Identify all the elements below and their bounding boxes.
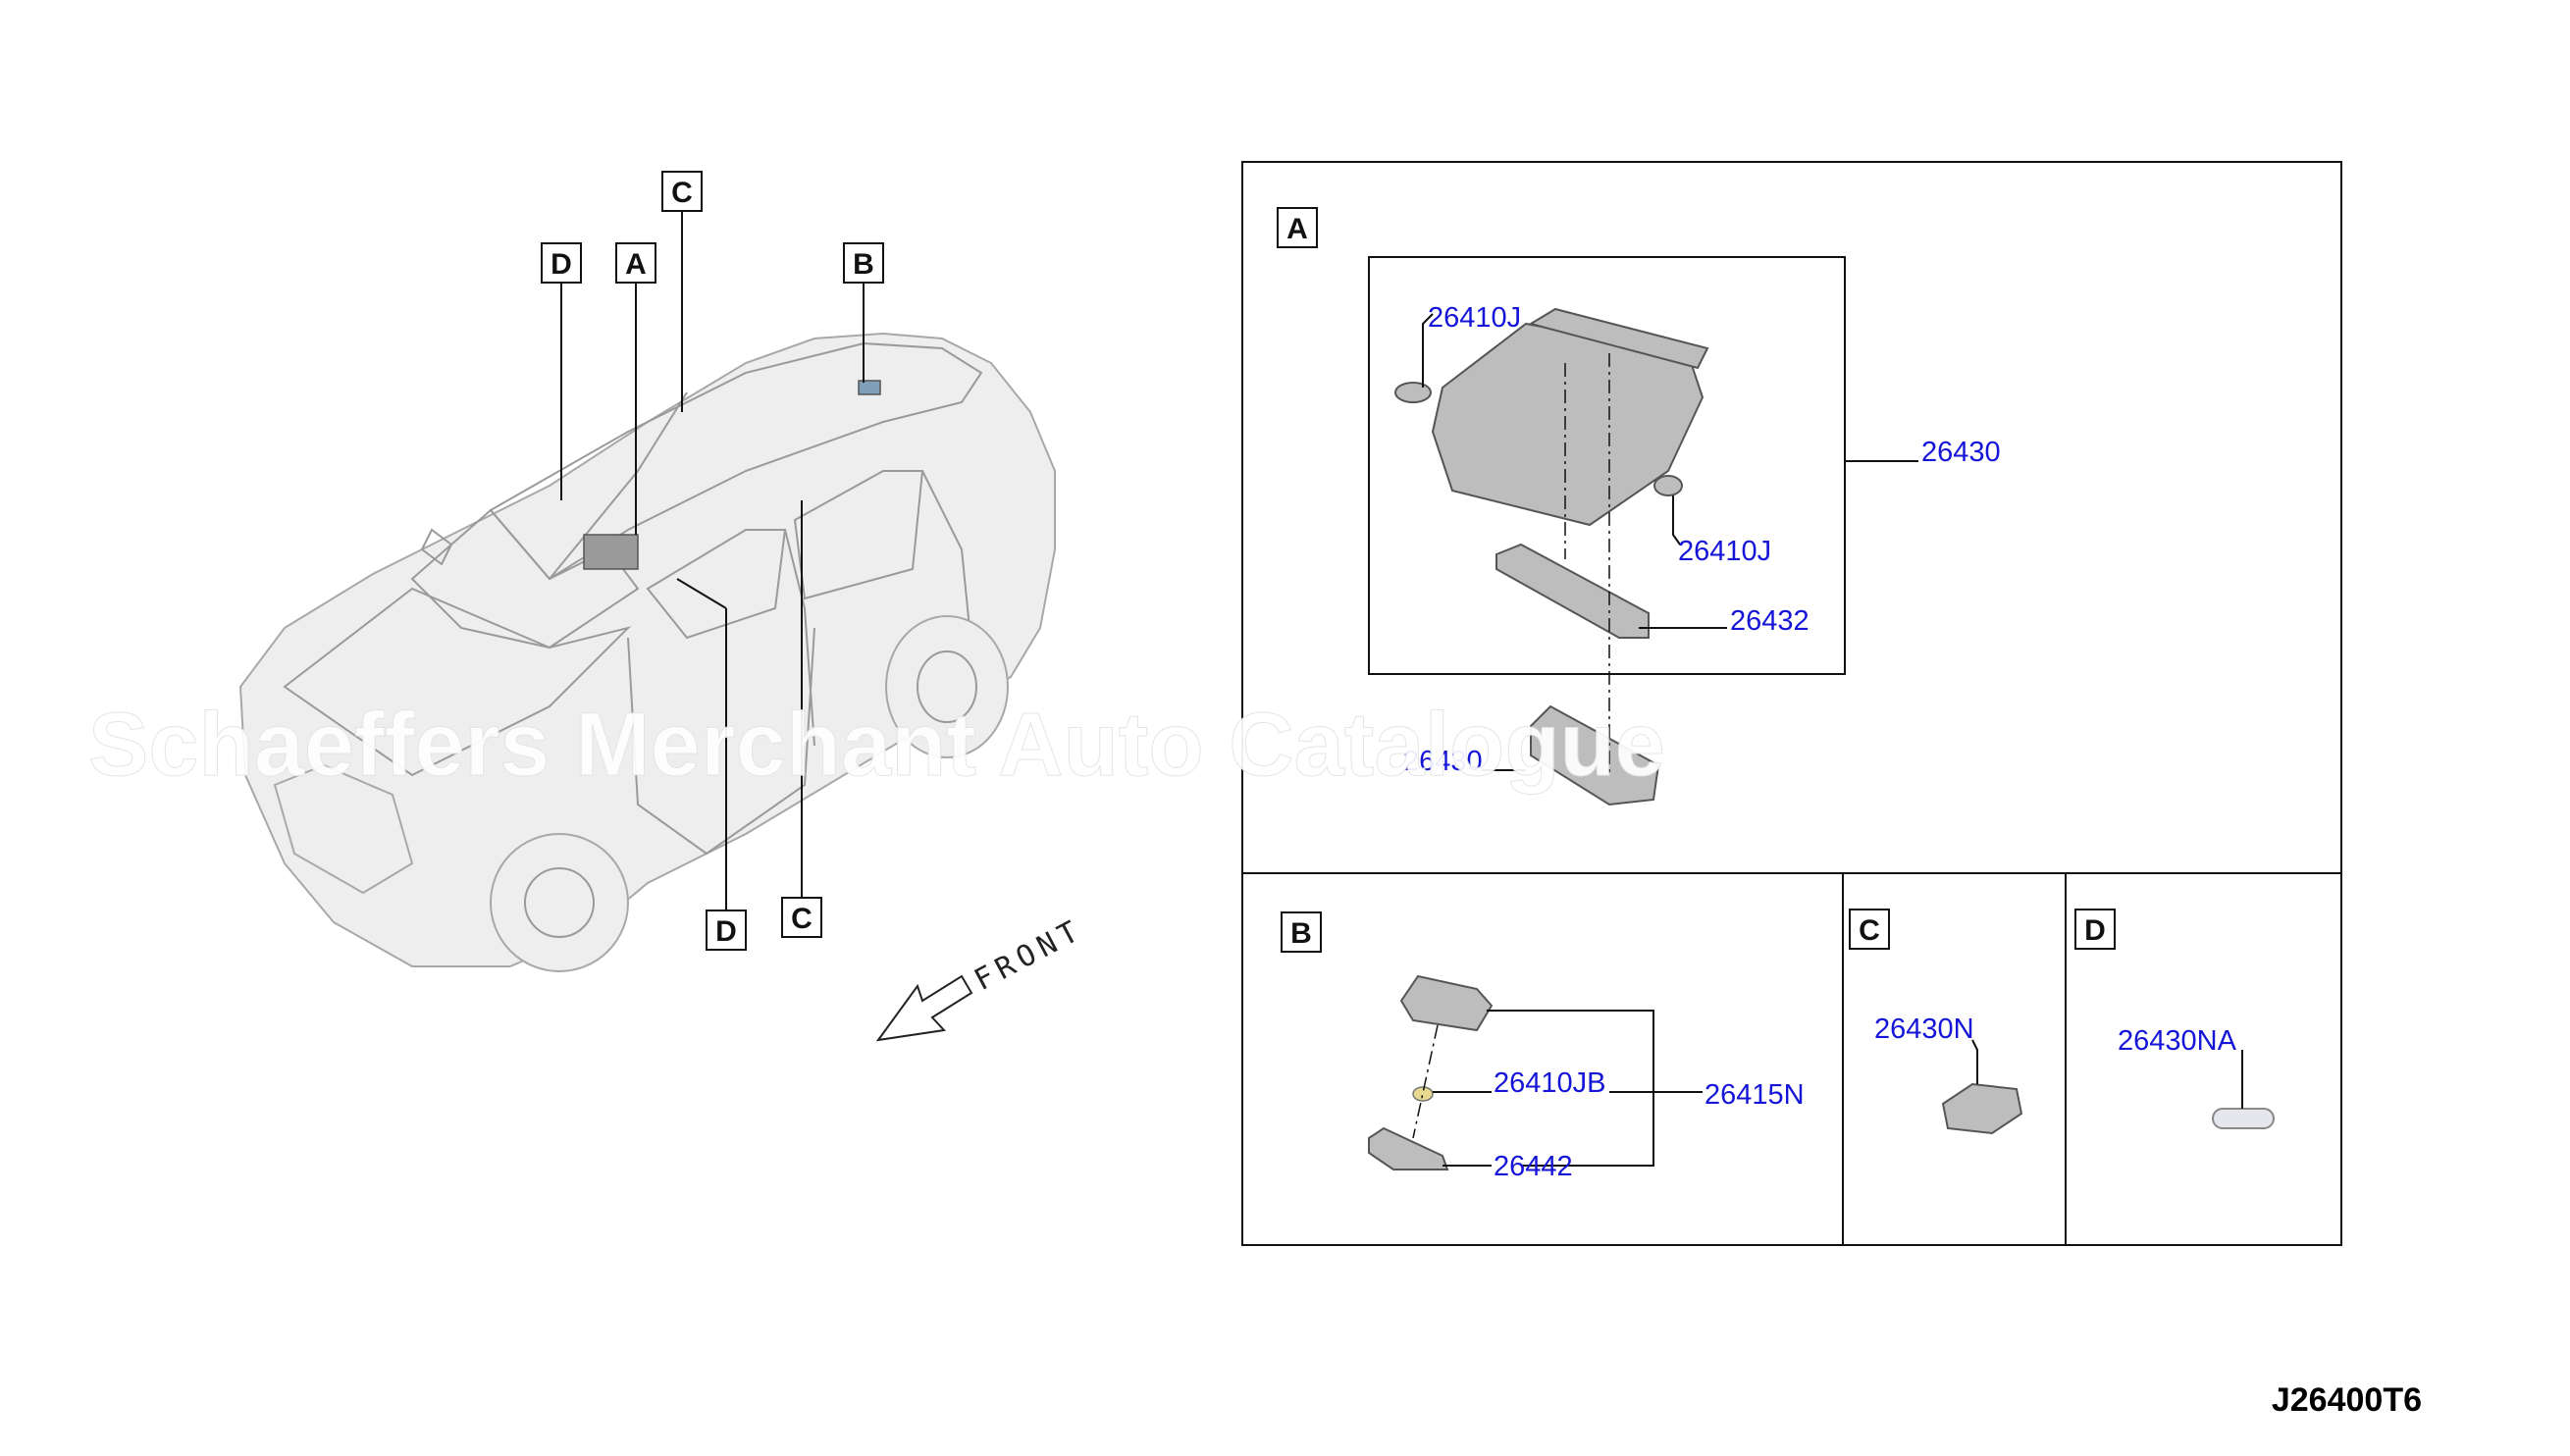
part-26410j-bottom[interactable]: 26410J (1678, 536, 1771, 567)
car-side-window-front (646, 529, 787, 640)
diagram-code: J26400T6 (2272, 1381, 2422, 1419)
front-direction-indicator: FRONT (875, 912, 1089, 1042)
svg-text:D: D (715, 915, 737, 948)
panel-b: B 26410JB 26415N 26442 (1281, 911, 1805, 1182)
part-26430n[interactable]: 26430N (1874, 1014, 1974, 1045)
vehicle-callout-c-bottom[interactable]: C (781, 897, 822, 938)
car-a-pillar (549, 391, 688, 580)
courtesy-lamp (1941, 1082, 2023, 1135)
svg-text:B: B (853, 248, 874, 281)
bulb-right-icon (1653, 475, 1683, 496)
vehicle-callout-d-top[interactable]: D (541, 242, 582, 284)
car-side-window-rear (793, 470, 924, 600)
part-26410j-top[interactable]: 26410J (1428, 302, 1521, 334)
bulb-left-icon (1394, 382, 1432, 403)
car-mirror (420, 528, 453, 566)
svg-text:D: D (551, 248, 572, 281)
car-rear-hub (917, 650, 977, 723)
panel-d-label: D (2084, 914, 2106, 947)
svg-text:C: C (671, 177, 693, 209)
part-26430[interactable]: 26430 (1921, 437, 2001, 468)
vehicle-callout-d-bottom[interactable]: D (706, 910, 747, 951)
map-lamp-finisher (1530, 704, 1660, 806)
watermark-text: Schaeffers Merchant Auto Catalogue (88, 695, 1665, 795)
panel-a-label-box (1277, 207, 1318, 248)
part-26442[interactable]: 26442 (1494, 1151, 1573, 1182)
vehicle-callout-b[interactable]: B (843, 242, 884, 284)
panel-d: D 26430NA (2074, 909, 2275, 1129)
part-26410jb[interactable]: 26410JB (1494, 1067, 1606, 1099)
panel-a: A 26410J 26430 26410J 26432 26430 (1277, 207, 2001, 806)
part-26430na[interactable]: 26430NA (2118, 1025, 2237, 1057)
part-26415n[interactable]: 26415N (1705, 1079, 1805, 1111)
car-rear-wheel (885, 615, 1009, 758)
svg-text:C: C (791, 903, 813, 935)
room-lamp-housing (1399, 974, 1494, 1032)
panel-c: C 26430N (1849, 909, 2023, 1135)
vehicle-callout-leaders (560, 211, 865, 910)
vehicle-callout-a[interactable]: A (615, 242, 656, 284)
front-arrow-icon (875, 974, 973, 1042)
car-front-hub (524, 867, 595, 938)
map-lamp-marker (583, 534, 639, 570)
vehicle-callout-c-top[interactable]: C (661, 171, 703, 212)
panel-a-assembly-box (1368, 256, 1846, 675)
car-hood (283, 587, 632, 777)
vehicle-illustration (238, 332, 1056, 972)
panel-b-label-box (1281, 911, 1322, 953)
panel-c-label-box (1849, 909, 1890, 950)
map-lamp-lens (1495, 543, 1650, 639)
front-label: FRONT (969, 912, 1089, 998)
panel-b-label: B (1290, 917, 1312, 950)
part-26432[interactable]: 26432 (1730, 605, 1809, 637)
car-b-pillar (784, 529, 815, 747)
car-front-wheel (490, 833, 629, 972)
step-lamp-lens (2212, 1108, 2275, 1129)
svg-text:A: A (625, 248, 647, 281)
detail-panels-frame (1241, 161, 2342, 1246)
panel-d-label-box (2074, 909, 2116, 950)
panel-a-label: A (1286, 213, 1308, 245)
map-lamp-bracket (1528, 307, 1709, 370)
room-lamp-lens (1368, 1126, 1449, 1170)
car-c-pillar (921, 470, 972, 649)
panel-c-label: C (1859, 914, 1880, 947)
room-lamp-bulb-icon (1412, 1086, 1434, 1102)
car-door-line (627, 627, 815, 856)
car-grille (273, 763, 414, 895)
room-lamp-marker (858, 380, 881, 395)
part-26430-lower[interactable]: 26430 (1403, 746, 1483, 777)
